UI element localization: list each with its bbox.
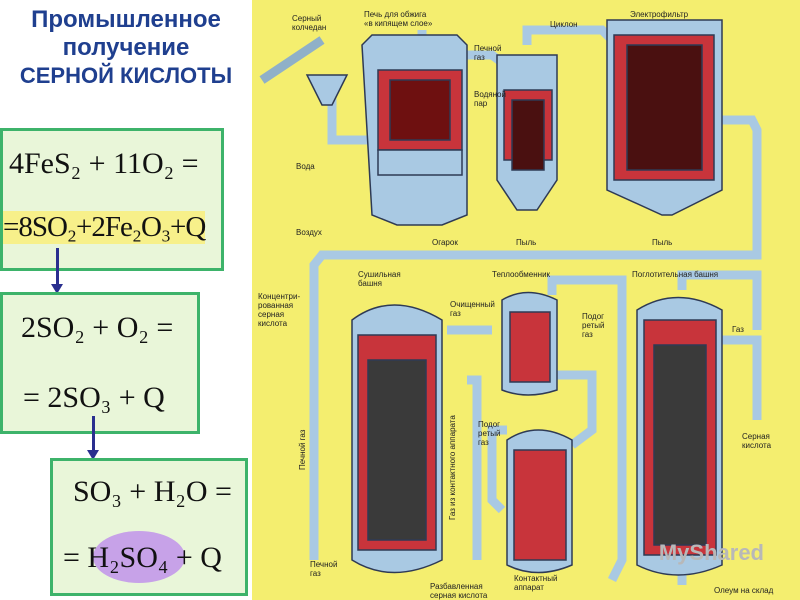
equation-box-1: 4FeS₂ + 11O₂ = =8SO₂+2Fe₂O₃+Q [0,128,224,271]
equation-3-line-1: SO₃ + H₂O = [73,475,232,508]
label-water: Вода [296,162,315,171]
equation-box-2: 2SO₂ + O₂ = = 2SO₃ + Q [0,292,200,434]
label-heat-exchanger: Теплообменник [492,270,551,279]
label-cyclone: Циклон [550,20,578,29]
label-electrofilter: Электрофильтр [630,10,689,19]
label-air: Воздух [296,228,322,237]
label-cinder: Огарок [432,238,458,247]
title-line-1: Промышленное [31,6,221,33]
equation-2-line-2: = 2SO₃ + Q [23,381,165,414]
label-oleum: Олеум на склад [714,586,774,595]
title-line-2: получение [62,34,190,61]
arrow-1-head [51,284,63,294]
equation-box-3: SO₃ + H₂O = = H₂SO₄ + Q [50,458,248,596]
label-dust-1: Пыль [516,238,537,247]
arrow-1-line [56,248,59,286]
equation-1-line-2: =8SO₂+2Fe₂O₃+Q [3,211,206,244]
page-title: Промышленное получение СЕРНОЙ КИСЛОТЫ [0,6,252,90]
equation-1-line-1: 4FeS₂ + 11O₂ = [9,147,199,180]
equation-2-line-1: 2SO₂ + O₂ = [21,311,174,344]
watermark-logo: MyShared [658,540,764,565]
label-gas: Газ [732,325,744,334]
label-furnace-gas-vertical: Печной газ [298,429,307,470]
label-absorption-tower: Поглотительная башня [632,270,719,279]
equation-3-line-2: = H₂SO₄ + Q [63,541,222,574]
title-line-3: СЕРНОЙ КИСЛОТЫ [19,63,233,88]
arrow-2-head [87,450,99,460]
h2so4-highlight-oval [93,531,185,583]
process-diagram-drawing [259,19,762,585]
equations-panel: Промышленное получение СЕРНОЙ КИСЛОТЫ 4F… [0,0,252,600]
arrow-2-line [92,416,95,452]
label-dust-2: Пыль [652,238,673,247]
label-furnace: Печь для обжига«в кипящем слое» [364,10,433,28]
label-contact-gas-vertical: Газ из контактного аппарата [448,415,457,520]
